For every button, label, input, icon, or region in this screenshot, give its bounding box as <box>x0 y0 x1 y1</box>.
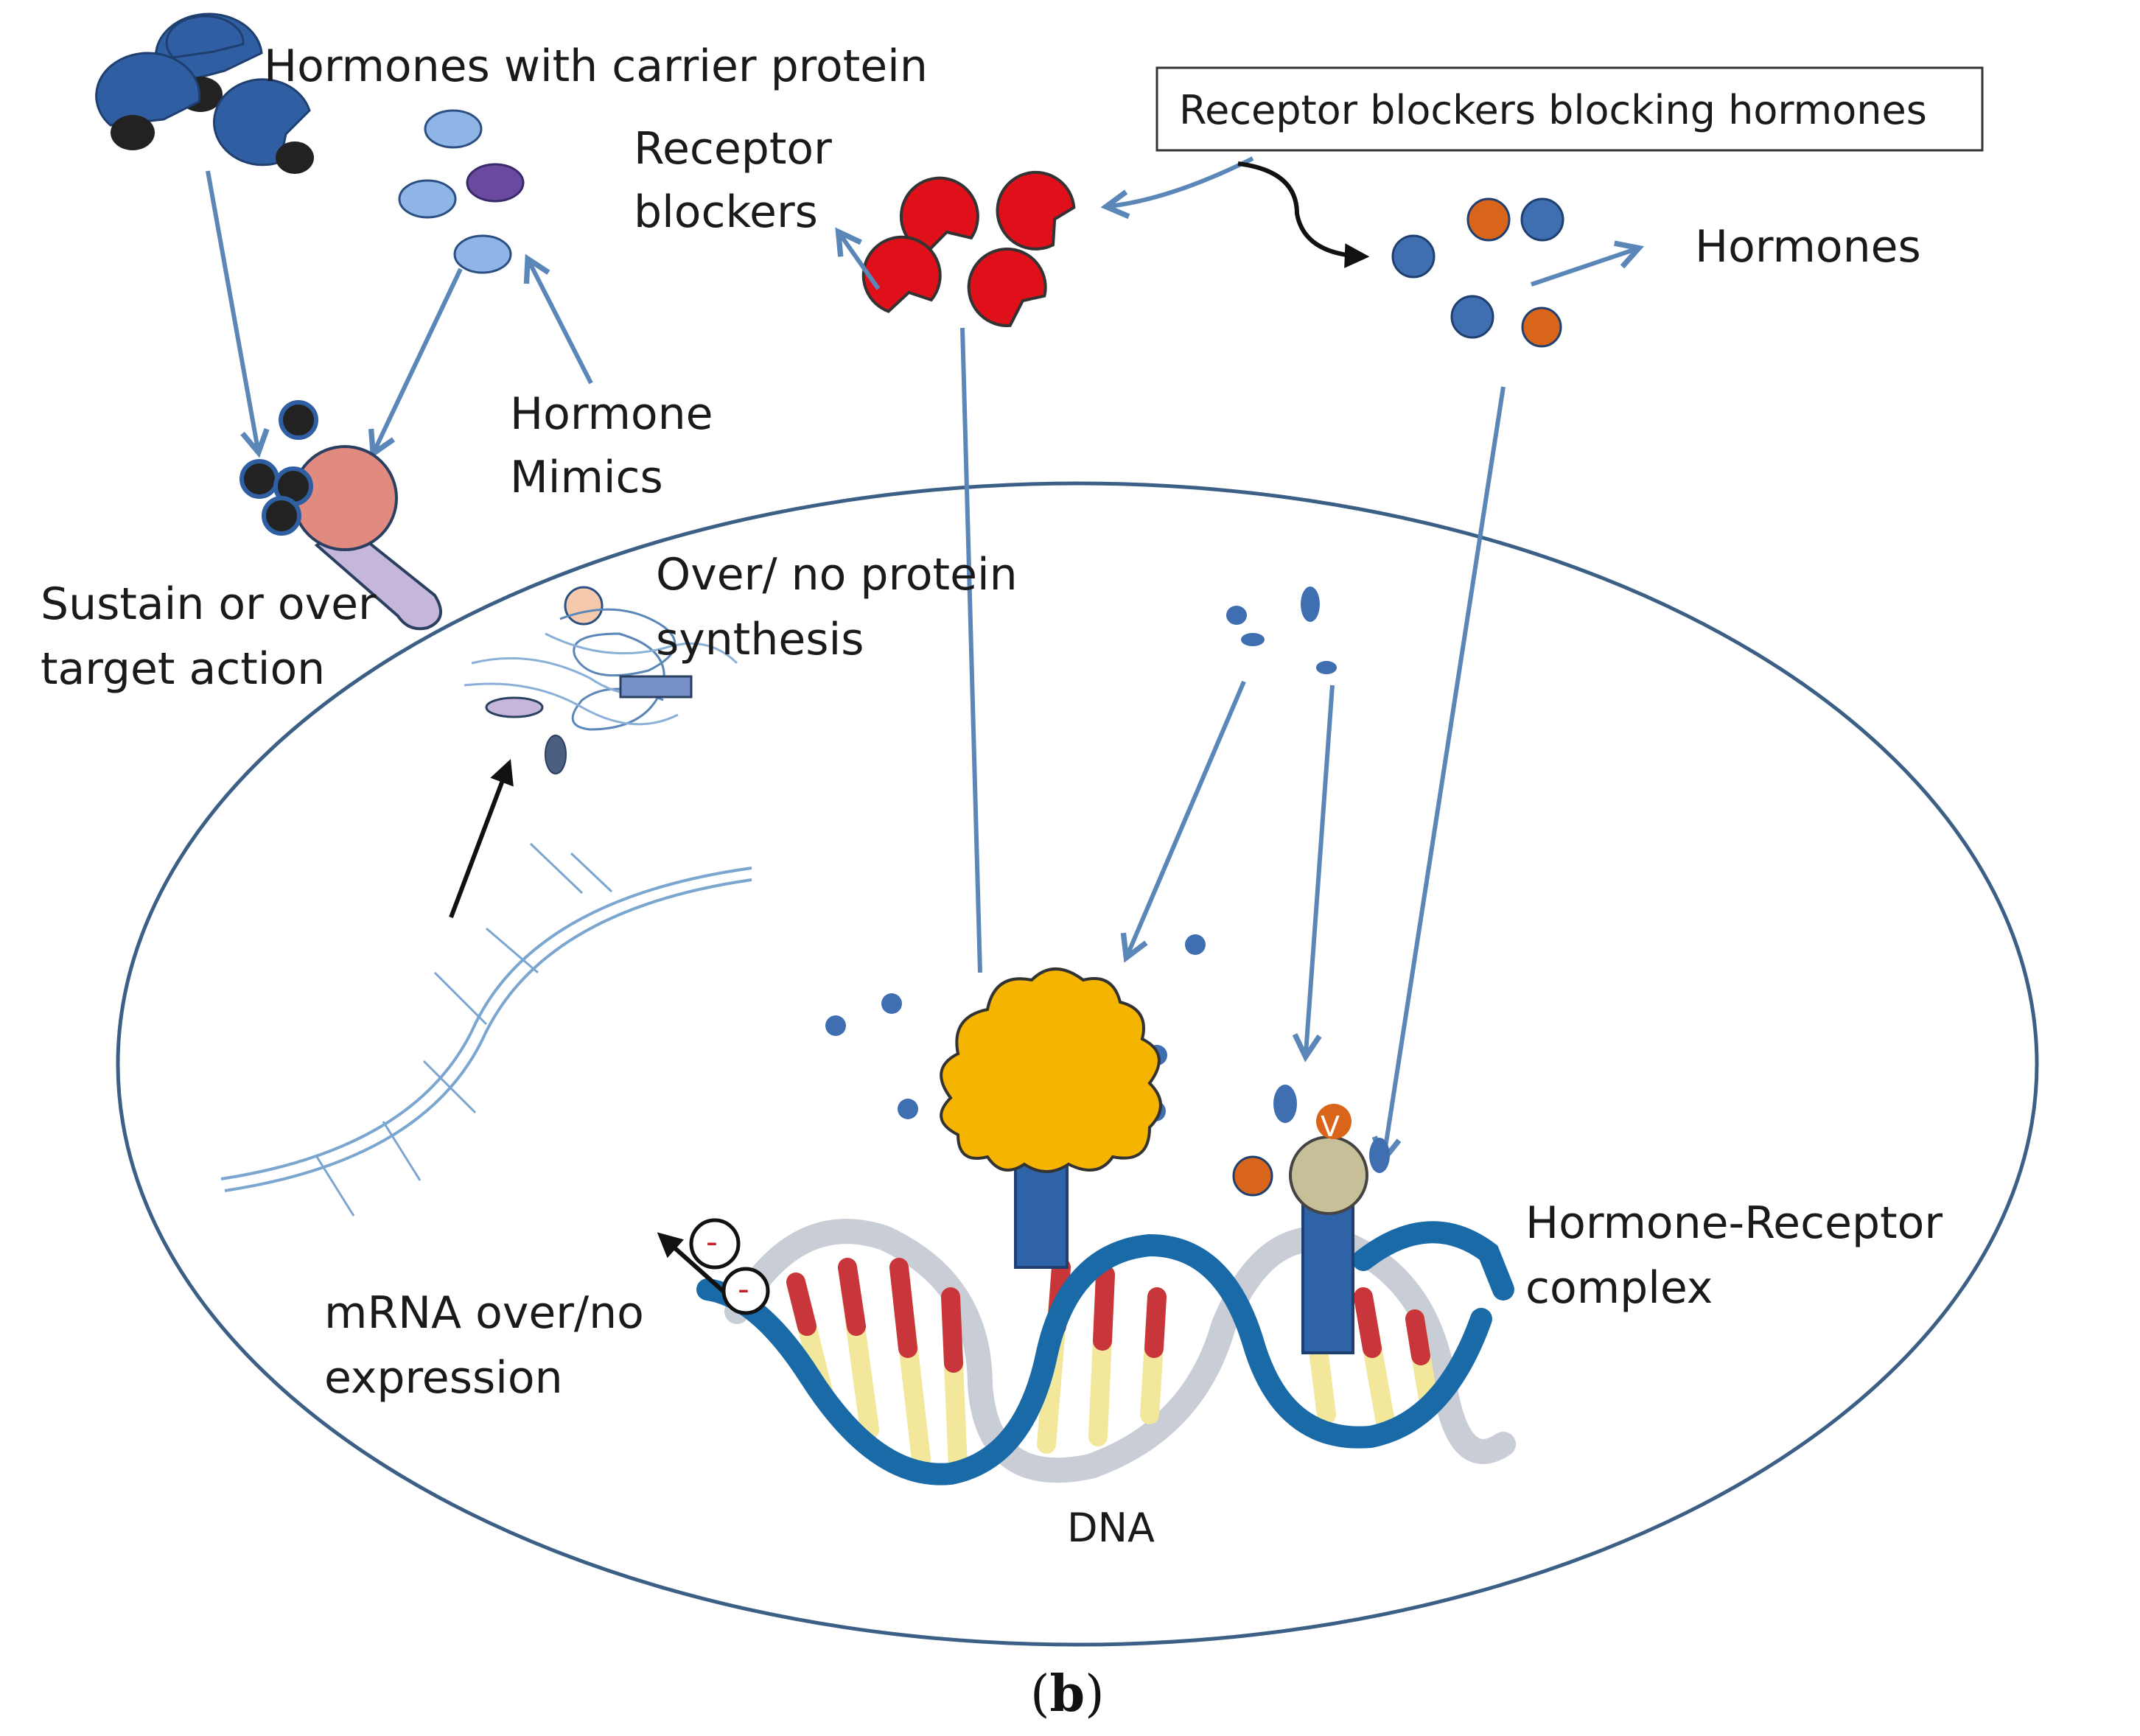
receptor-blockers-label-2: blockers <box>634 186 818 238</box>
arrow-mrna-expression <box>657 1232 731 1299</box>
hormones-label: Hormones <box>1695 221 1921 273</box>
mimic-molecule <box>424 109 483 149</box>
arrow-to-hormones-label <box>1531 240 1644 287</box>
hormone-molecule <box>1391 234 1436 279</box>
dna-helix <box>696 1219 1516 1485</box>
complex-label-2: complex <box>1525 1262 1713 1314</box>
membrane-receptor <box>239 400 442 631</box>
caption-close: ) <box>1085 1665 1105 1723</box>
mimic-molecule <box>398 179 457 219</box>
protein-synthesis <box>464 586 738 774</box>
carrier-protein-complex <box>95 52 201 150</box>
arrow-hormone-to-receptor-a <box>1120 680 1246 963</box>
hormone-molecule <box>1521 307 1562 348</box>
carrier-protein-label: Hormones with carrier protein <box>264 41 928 92</box>
caption-letter: b <box>1050 1665 1085 1723</box>
protein-strand <box>559 608 676 731</box>
arrow-hormones-to-complex <box>1371 386 1506 1166</box>
mimic-molecule <box>453 234 512 274</box>
hormone-dot <box>1185 934 1206 955</box>
dna-backbone-back <box>724 1219 1516 1483</box>
receptor-cloud <box>940 967 1162 1173</box>
hormone-mimics <box>398 109 525 274</box>
complex-label-1: Hormone-Receptor <box>1525 1197 1943 1249</box>
nuclear-receptor-blocked <box>940 967 1162 1269</box>
mrna-expression: - - <box>657 1218 770 1315</box>
complex-free-hormone <box>1369 1138 1390 1173</box>
intracellular-hormones <box>1226 587 1337 674</box>
complex-bound-hormone <box>1316 1104 1352 1139</box>
bound-hormone <box>279 400 318 440</box>
blocker-molecule <box>996 170 1076 251</box>
protein-synthesis-label-2: synthesis <box>656 614 864 665</box>
minus-marker <box>689 1218 741 1270</box>
protein-synthesis-label-1: Over/ no protein <box>656 549 1018 601</box>
dna-label: DNA <box>1067 1505 1155 1551</box>
caption-open: ( <box>1030 1665 1050 1723</box>
hormone-molecule <box>1520 197 1564 242</box>
arrow-hormone-to-receptor-b <box>1292 685 1335 1063</box>
hormone-molecule <box>1466 197 1511 242</box>
minus-marker-sign: - <box>706 1223 718 1261</box>
line-blocker-to-receptor <box>960 327 982 973</box>
minus-marker-sign: - <box>738 1270 749 1308</box>
hormone-receptor-complex: V <box>1232 1085 1390 1354</box>
mrna-strand <box>220 842 752 1217</box>
complex-v-mark: V <box>1321 1110 1340 1143</box>
carrier-protein-complex <box>165 15 245 59</box>
protein-fragment <box>485 696 544 718</box>
blockers-box <box>1155 66 1984 152</box>
protein-strand <box>464 682 679 726</box>
hormone-dot <box>898 1099 918 1119</box>
sustain-label-1: Sustain or over <box>41 578 377 630</box>
arrow-carrier-to-receptor <box>206 170 270 458</box>
bound-hormone <box>262 496 301 536</box>
receptor-blockers <box>861 170 1076 327</box>
bound-hormone <box>239 459 279 499</box>
minus-marker <box>721 1267 770 1315</box>
complex-free-hormone <box>1273 1085 1297 1123</box>
blocker-molecule <box>899 176 979 255</box>
complex-stem <box>1301 1192 1354 1354</box>
arrow-blockers-to-label <box>835 227 881 290</box>
complex-receptor-head <box>1289 1135 1368 1215</box>
arrow-box-to-hormones <box>1237 161 1370 268</box>
arrow-mimic-to-receptor <box>368 267 463 459</box>
hormone-molecule <box>1316 661 1337 674</box>
carrier-protein-hormones <box>95 13 314 174</box>
hormone-dot <box>881 993 902 1014</box>
cell-membrane <box>116 481 2039 1647</box>
complex-free-hormone <box>1232 1155 1273 1197</box>
blocker-molecule <box>861 235 942 313</box>
mrna-label-2: expression <box>324 1352 563 1404</box>
hormone-dot <box>825 1015 846 1036</box>
protein-fragment <box>619 675 693 699</box>
hormone-molecule <box>1226 606 1247 625</box>
ribosome-head <box>564 586 604 626</box>
carrier-protein-complex <box>212 78 314 174</box>
hormone-molecule <box>1450 295 1494 339</box>
mrna-label-1: mRNA over/no <box>324 1287 644 1339</box>
blocker-molecule <box>967 247 1047 327</box>
arrow-mimics-label-up <box>523 253 593 385</box>
dna-backbone-front-end <box>1352 1221 1514 1301</box>
hormone-molecule <box>1301 587 1320 622</box>
figure-caption: (b) <box>1030 1665 1105 1723</box>
protein-strand <box>545 632 738 665</box>
receptor-blockers-label-1: Receptor <box>634 123 832 175</box>
mimic-molecule <box>466 163 525 203</box>
free-hormones <box>1391 197 1564 348</box>
sustain-label-2: target action <box>41 643 325 695</box>
hormone-mimics-label-2: Mimics <box>510 452 663 503</box>
dna-backbone-front <box>696 1233 1492 1485</box>
protein-fragment <box>545 735 567 774</box>
arrow-box-to-blockers <box>1100 156 1254 220</box>
blockers-box-label: Receptor blockers blocking hormones <box>1179 87 1927 133</box>
hormone-molecule <box>1241 633 1265 646</box>
arrow-mrna-to-protein <box>449 759 514 919</box>
hormone-mimics-label-1: Hormone <box>510 388 713 440</box>
